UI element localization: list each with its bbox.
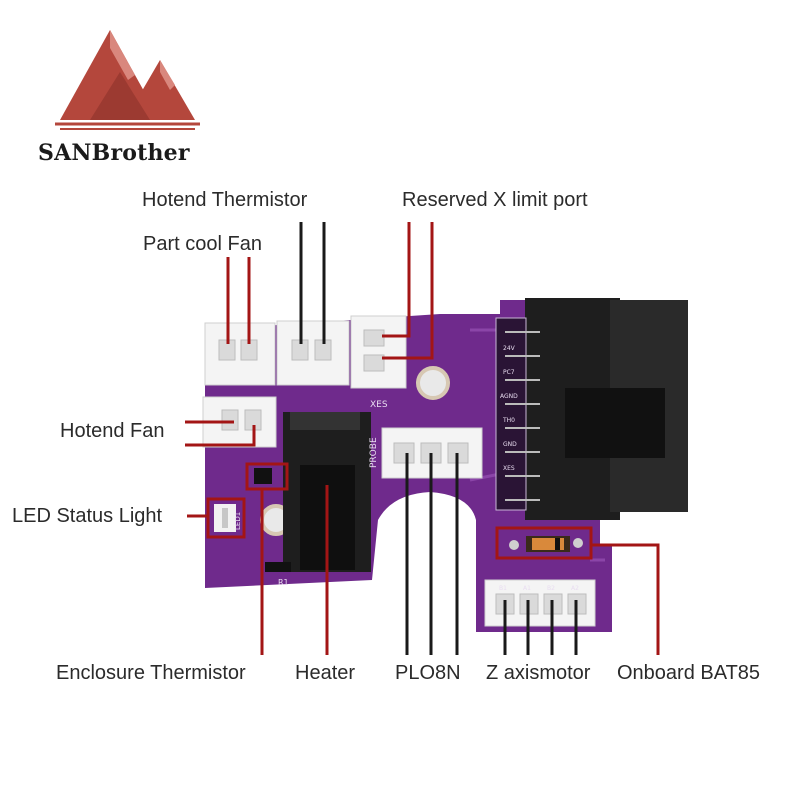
silk-pin-label: XES (503, 465, 515, 472)
label-probe: PLO8N (395, 662, 461, 684)
silk-xes: XES (370, 400, 388, 410)
small-components (214, 468, 583, 572)
silk-probe: PROBE (369, 437, 379, 468)
brand-logo (55, 30, 200, 130)
silk-pin-label: GND (503, 441, 517, 448)
silk-z-pin-label: A1 (523, 585, 531, 592)
silk-pin-label: TH0 (502, 417, 515, 424)
label-part-cool-fan: Part cool Fan (143, 233, 262, 255)
main-connector (495, 298, 688, 520)
label-heater: Heater (295, 662, 356, 684)
silk-z-pin-label: B2 (547, 585, 555, 592)
silk-pin-labels: 24V PC7 AGND TH0 GND XES (500, 345, 518, 472)
silk-led: LED1 (234, 512, 242, 530)
silk-z-pin-label: A2 (571, 585, 579, 592)
silk-pin-label: 24V (503, 345, 516, 352)
silk-pin-label: AGND (500, 393, 518, 400)
label-hotend-fan: Hotend Fan (60, 420, 165, 442)
silk-z-pin-labels: B1 A1 B2 A2 (499, 585, 579, 592)
label-onboard-bat85: Onboard BAT85 (617, 662, 761, 684)
label-reserved-x-limit: Reserved X limit port (402, 189, 588, 211)
label-hotend-thermistor: Hotend Thermistor (142, 189, 308, 211)
callout-lines (185, 222, 660, 655)
label-enclosure-thermistor: Enclosure Thermistor (56, 662, 246, 684)
silk-pin-label: PC7 (503, 369, 515, 376)
silk-z-pin-label: B1 (499, 585, 507, 592)
silk-r1: R1 (278, 578, 289, 587)
label-z-axis-motor: Z axismotor (486, 662, 591, 684)
brand-name: SANBrother (38, 140, 190, 166)
label-led-status-light: LED Status Light (12, 505, 163, 527)
